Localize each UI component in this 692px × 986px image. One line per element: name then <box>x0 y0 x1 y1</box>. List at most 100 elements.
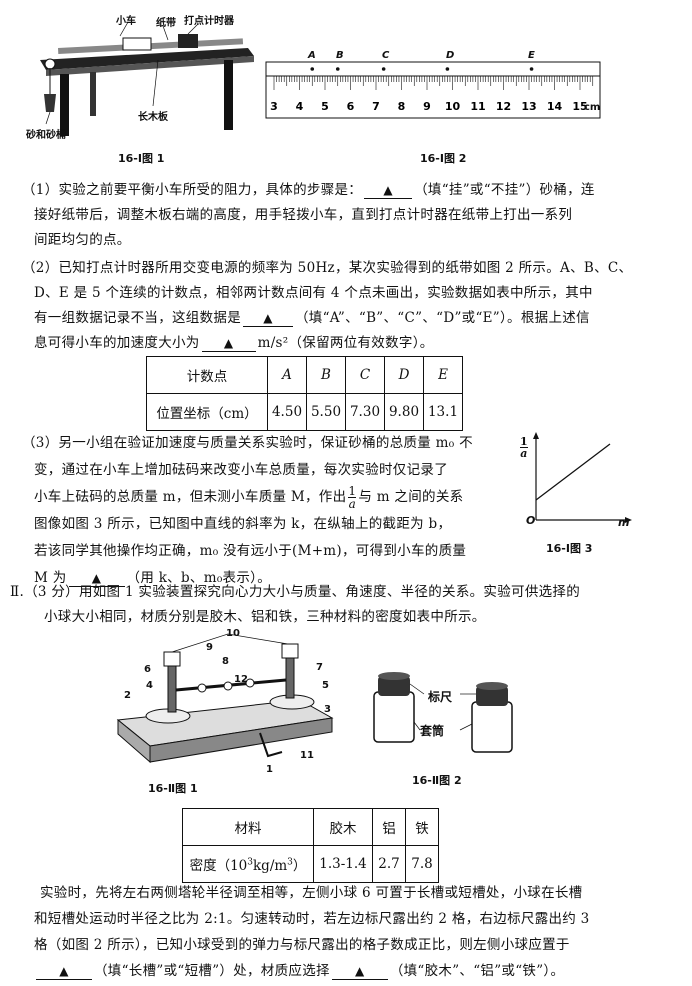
part-number: 5 <box>322 680 329 691</box>
fig4-numbers: 10 9 8 6 7 12 2 4 5 3 11 1 <box>110 628 340 778</box>
table-header-cell: E <box>423 356 463 394</box>
part-number: 9 <box>206 642 213 653</box>
table-header-cell: 计数点 <box>146 356 268 394</box>
point-label-c: C <box>382 50 390 61</box>
part2-line1: Ⅱ.（3 分）用如图 1 实验装置探究向心力大小与质量、角速度、半径的关系。实验… <box>10 584 581 600</box>
part-number: 10 <box>226 628 240 639</box>
fig1-caption: 16-Ⅰ图 1 <box>118 152 165 165</box>
table-cell: 13.1 <box>423 393 463 431</box>
fig3-y-label: 1 a <box>520 435 528 460</box>
fig3-origin: O <box>526 514 536 527</box>
label-ruler: 标尺 <box>428 690 453 704</box>
q3-line3-b: 与 m 之间的关系 <box>358 489 464 505</box>
ruler-tick-label: 9 <box>423 100 431 113</box>
final-line4-a: （填“长槽”或“短槽”）处，材质应选择 <box>94 963 330 979</box>
part-number: 12 <box>234 674 248 685</box>
point-label-a: A <box>308 50 316 61</box>
q3-line3-a: 小车上砝码的总质量 m，但未测小车质量 M，作出 <box>34 489 347 505</box>
ruler-tick-label: 14 <box>547 100 563 113</box>
ruler-tick-label: 3 <box>270 100 278 113</box>
tape-count-point <box>445 67 450 71</box>
position-table: 计数点 A B C D E 位置坐标（cm） 4.50 5.50 7.30 9.… <box>146 356 463 431</box>
table-row: 密度（103kg/m3） 1.3-1.4 2.7 7.8 <box>182 845 439 883</box>
final-material-blank[interactable]: ▲ <box>331 963 388 980</box>
ruler-tick-label: 13 <box>521 100 536 113</box>
final-slot-blank[interactable]: ▲ <box>36 963 92 980</box>
final-line3: 格（如图 2 所示），已知小球受到的弹力与标尺露出的格子数成正比，则左侧小球应置… <box>34 937 570 953</box>
point-label-d: D <box>446 50 455 61</box>
fig3-caption: 16-Ⅰ图 3 <box>546 542 593 555</box>
q3-line5: 若该同学其他操作均正确，m₀ 没有远小于(M+m)，可得到小车的质量 <box>34 543 467 559</box>
q3-line1: （3）另一小组在验证加速度与质量关系实验时，保证砂桶的总质量 m₀ 不 <box>22 435 473 451</box>
ruler-tick-label: 5 <box>321 100 329 113</box>
q2-line1: （2）已知打点计时器所用交变电源的频率为 50Hz，某次实验得到的纸带如图 2 … <box>22 260 633 276</box>
fig5-cylinders <box>373 672 513 753</box>
q1-text-d: 间距均匀的点。 <box>34 232 131 248</box>
q1-text-c: 接好纸带后，调整木板右端的高度，用手轻拨小车，直到打点计时器在纸带上打出一系列 <box>34 207 573 223</box>
tape-count-point <box>381 67 386 71</box>
q1-answer-blank[interactable]: ▲ <box>364 182 413 199</box>
part-number: 7 <box>316 662 323 673</box>
part-number: 6 <box>144 664 151 675</box>
fig2-caption: 16-Ⅰ图 2 <box>420 152 467 165</box>
fig5-caption: 16-Ⅱ图 2 <box>412 774 462 787</box>
part2-block: Ⅱ.（3 分）用如图 1 实验装置探究向心力大小与质量、角速度、半径的关系。实验… <box>10 580 682 630</box>
density-table: 材料 胶木 铝 铁 密度（103kg/m3） 1.3-1.4 2.7 7.8 <box>182 808 439 883</box>
fig2-labels: A B C D E cm <box>264 50 604 122</box>
part-number: 1 <box>266 764 273 775</box>
q3-block: （3）另一小组在验证加速度与质量关系实验时，保证砂桶的总质量 m₀ 不 变，通过… <box>22 430 522 592</box>
table-header-cell: 胶木 <box>313 808 373 846</box>
table-cell: 5.50 <box>306 393 346 431</box>
table-row-label: 密度（103kg/m3） <box>182 845 314 883</box>
point-label-b: B <box>336 50 344 61</box>
ruler-tick-label: 6 <box>347 100 355 113</box>
table-cell: 2.7 <box>372 845 406 883</box>
part-number: 8 <box>222 656 229 667</box>
q2-block: （2）已知打点计时器所用交变电源的频率为 50Hz，某次实验得到的纸带如图 2 … <box>22 256 682 356</box>
q3-line6-a: M 为 <box>34 570 67 586</box>
fig4-caption: 16-Ⅱ图 1 <box>148 782 198 795</box>
table-cell: 7.30 <box>345 393 385 431</box>
part-number: 4 <box>146 680 153 691</box>
label-tape: 纸带 <box>156 18 176 29</box>
table-cell: 7.8 <box>405 845 439 883</box>
table-cell: 9.80 <box>384 393 424 431</box>
ruler-tick-label: 4 <box>296 100 304 113</box>
table-header-cell: 铝 <box>372 808 406 846</box>
q3-line2: 变，通过在小车上增加砝码来改变小车总质量，每次实验时仅记录了 <box>34 462 448 478</box>
ruler-tick-label: 7 <box>372 100 380 113</box>
table-cell: 1.3-1.4 <box>313 845 373 883</box>
table-header-cell: D <box>384 356 424 394</box>
fig1-apparatus <box>40 21 254 136</box>
tape-count-point <box>310 67 315 71</box>
ruler-tick-label: 8 <box>398 100 406 113</box>
point-label-e: E <box>528 50 535 61</box>
final-block: 实验时，先将左右两侧塔轮半径调至相等，左侧小球 6 可置于长槽或短槽处，小球在长… <box>34 880 682 984</box>
q2-record-blank[interactable]: ▲ <box>243 310 293 327</box>
q1-text-a: （1）实验之前要平衡小车所受的阻力，具体的步骤是： <box>22 182 363 198</box>
fig3-line <box>535 443 611 501</box>
table-cell: 位置坐标（cm） <box>146 393 268 431</box>
table-row: 材料 胶木 铝 铁 <box>182 808 439 846</box>
final-line1: 实验时，先将左右两侧塔轮半径调至相等，左侧小球 6 可置于长槽或短槽处，小球在长… <box>40 885 583 901</box>
part-number: 11 <box>300 750 314 761</box>
part-number: 3 <box>324 704 331 715</box>
final-line4-b: （填“胶木”、“铝”或“铁”）。 <box>389 963 565 979</box>
ruler-tick-label: 11 <box>470 100 485 113</box>
table-row: 位置坐标（cm） 4.50 5.50 7.30 9.80 13.1 <box>146 393 463 431</box>
q2-accel-blank[interactable]: ▲ <box>201 335 256 352</box>
tape-count-point <box>529 67 534 71</box>
fig3-x-label: m <box>618 516 630 529</box>
q2-line4-b: m/s²（保留两位有效数字）。 <box>257 335 434 351</box>
ruler-tick-label: 10 <box>445 100 461 113</box>
ruler-unit: cm <box>584 102 601 113</box>
label-board: 长木板 <box>138 112 168 123</box>
label-sand: 砂和砂桶 <box>26 130 66 141</box>
q2-line3-a: 有一组数据记录不当，这组数据是 <box>34 310 241 326</box>
q2-line3-b: （填“A”、“B”、“C”、“D”或“E”）。根据上述信 <box>295 310 590 326</box>
tape-count-point <box>335 67 340 71</box>
table-header-cell: 铁 <box>405 808 439 846</box>
q3-mass-blank[interactable]: ▲ <box>68 570 125 587</box>
